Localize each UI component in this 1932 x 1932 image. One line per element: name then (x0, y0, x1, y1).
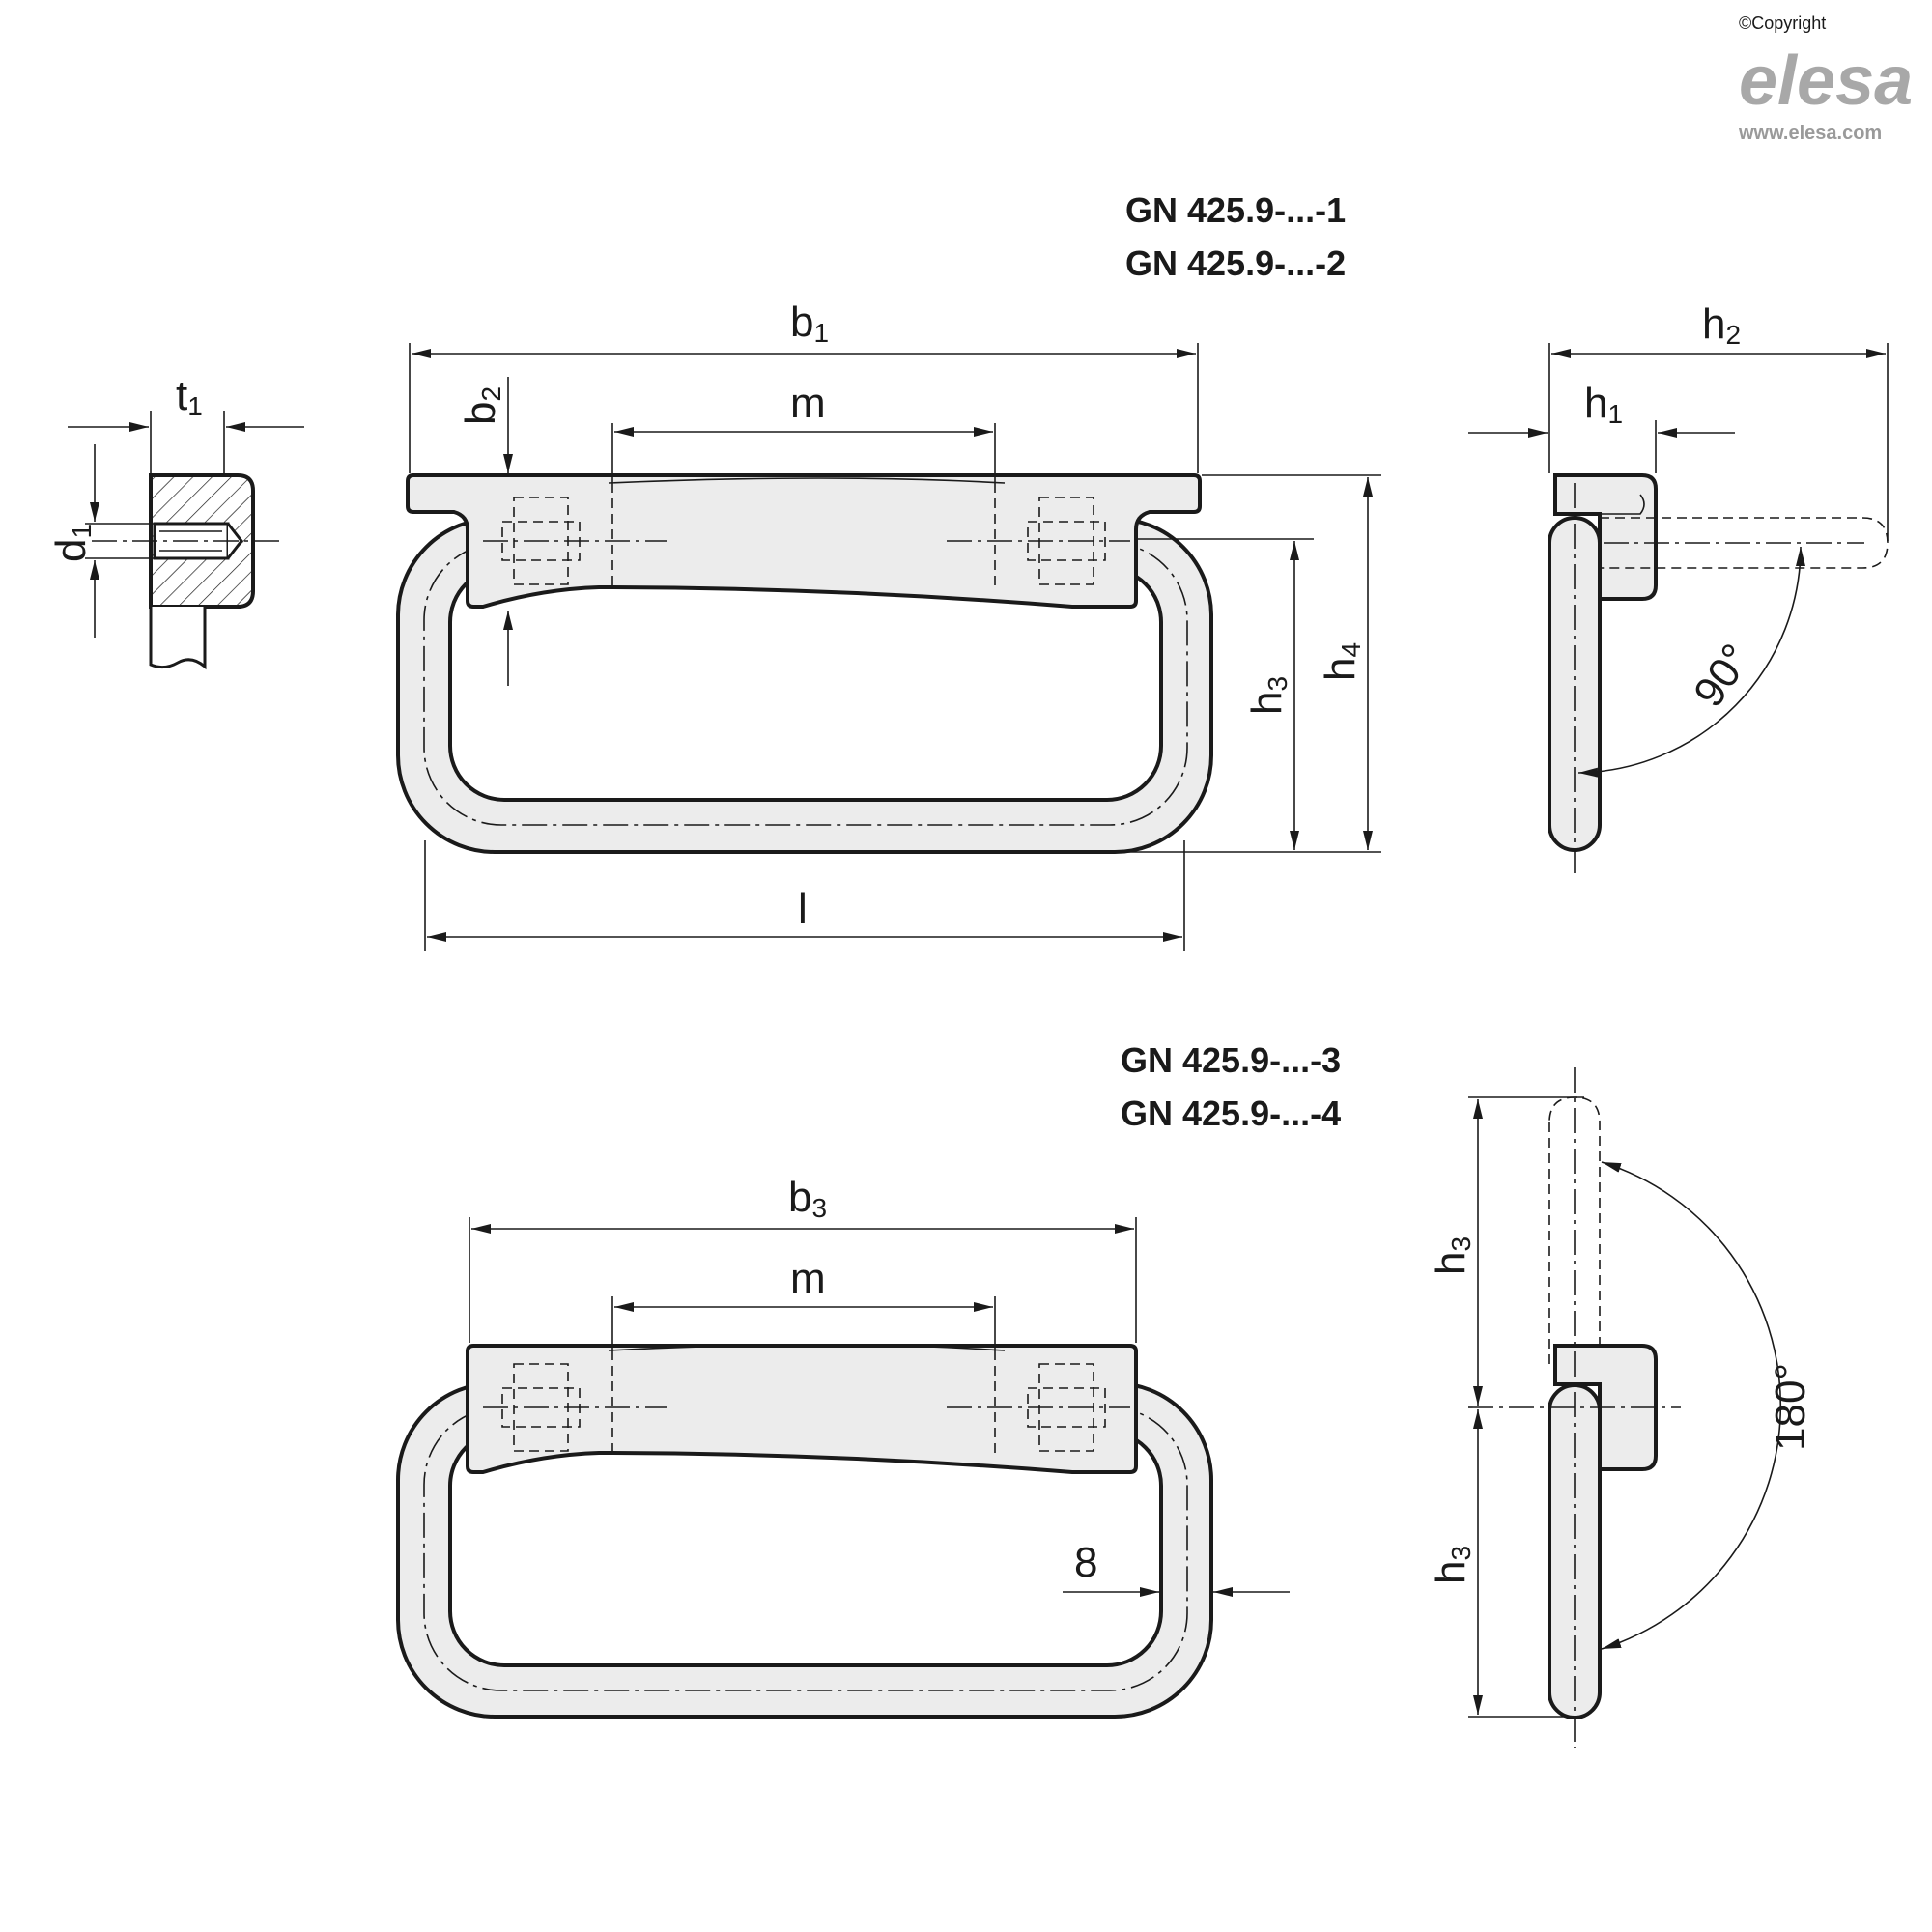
right-mounting-boss-hidden (947, 483, 1130, 589)
left-mounting-boss-hidden (483, 483, 667, 589)
left-mounting-boss-hidden-2 (483, 1350, 667, 1457)
side-handle-upright-hidden (1548, 1096, 1601, 1365)
side-handle-raised-hidden (1600, 517, 1889, 569)
dim-l: l (798, 885, 808, 932)
stud-shaft (149, 607, 207, 670)
dim-h3-upper: h3 (1427, 1236, 1476, 1275)
rotation-arc-180 (1601, 1161, 1782, 1650)
website-url: www.elesa.com (1738, 123, 1882, 144)
brand-block: ©Copyright elesa www.elesa.com (1738, 14, 1913, 144)
dim-h1: h1 (1584, 380, 1623, 429)
dim-m-2: m (790, 1255, 826, 1302)
angle-180: 180° (1767, 1363, 1814, 1451)
dim-d1: d1 (47, 524, 97, 562)
model-code-4: GN 425.9-...-4 (1121, 1094, 1341, 1133)
elesa-logo: elesa (1739, 43, 1913, 120)
dim-h4: h4 (1317, 642, 1366, 681)
dim-b3: b3 (788, 1174, 827, 1223)
copyright-text: ©Copyright (1739, 14, 1826, 33)
dim-h3-lower: h3 (1427, 1546, 1476, 1584)
dim-t1: t1 (176, 372, 203, 421)
top-front-view: GN 425.9-...-1 GN 425.9-...-2 b1 (396, 190, 1381, 951)
dim-m: m (790, 380, 826, 427)
dim-h2: h2 (1702, 300, 1741, 350)
bottom-front-view: GN 425.9-...-3 GN 425.9-...-4 b3 m (396, 1040, 1341, 1719)
dim-b2: b2 (457, 386, 506, 425)
base-plate (406, 473, 1202, 609)
bottom-side-view: h3 h3 180° (1427, 1067, 1814, 1748)
model-code-2: GN 425.9-...-2 (1125, 243, 1346, 283)
dim-thickness-8: 8 (1074, 1539, 1097, 1586)
angle-90: 90° (1685, 636, 1760, 716)
model-code-1: GN 425.9-...-1 (1125, 190, 1346, 230)
top-side-view: h2 h1 90° (1468, 300, 1889, 879)
section-detail: t1 d1 (47, 372, 304, 670)
model-code-3: GN 425.9-...-3 (1121, 1040, 1341, 1080)
dim-b1: b1 (790, 298, 829, 348)
rotation-arc-90 (1577, 546, 1805, 778)
dim-h3: h3 (1243, 676, 1293, 715)
right-mounting-boss-hidden-2 (947, 1350, 1130, 1457)
base-plate-2 (466, 1344, 1138, 1474)
